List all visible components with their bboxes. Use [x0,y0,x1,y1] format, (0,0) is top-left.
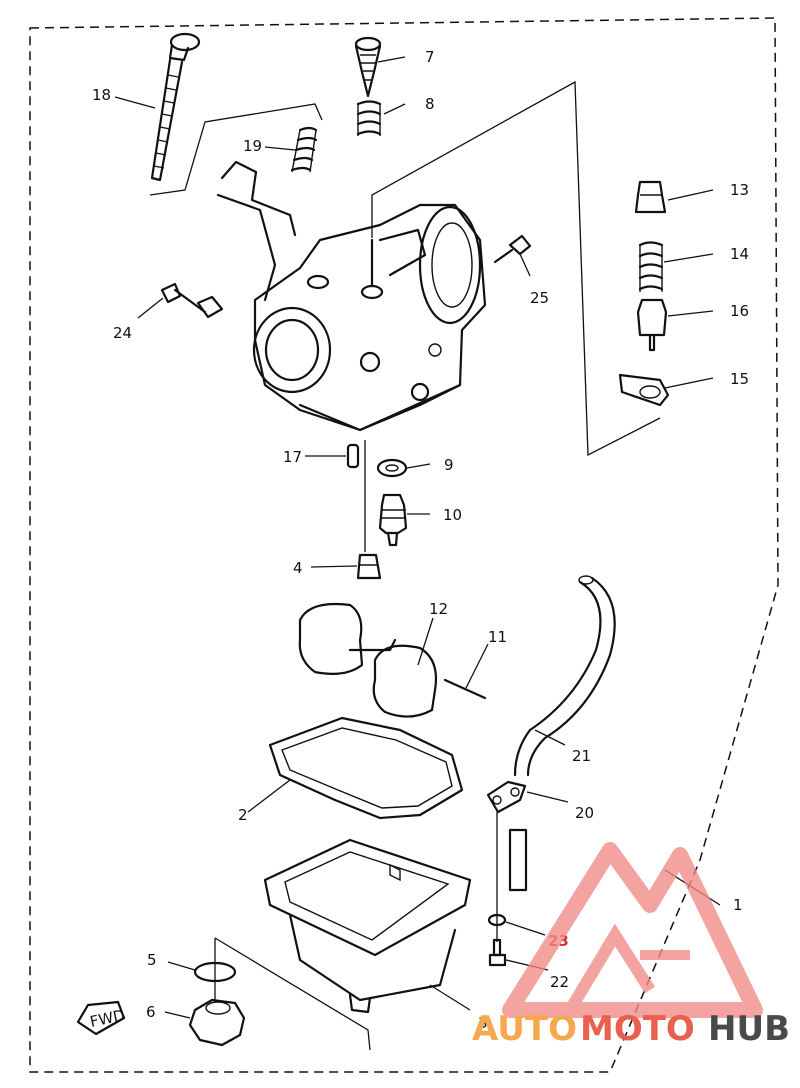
part-21-hose [513,575,616,777]
label-8: 8 [425,95,435,113]
part-9-washer [376,458,408,478]
label-25: 25 [530,289,549,307]
leader-bracket-13-16 [371,80,661,457]
label-7: 7 [425,48,435,66]
part-16-plunger [636,298,668,352]
part-17-pin [346,443,360,469]
label-24: 24 [113,324,132,342]
part-4-main-jet [356,553,382,580]
part-11-float-pin [443,678,487,700]
part-10-jet [378,493,408,547]
label-21: 21 [572,747,591,765]
fwd-arrow-icon: FWD [76,1000,126,1036]
watermark-auto: AUTO [472,1009,577,1049]
watermark-hub: HUB [708,1009,790,1049]
label-3: 3 [478,1014,488,1032]
fwd-label: FWD [88,1006,126,1031]
label-17: 17 [283,448,302,466]
part-20-plate [486,780,528,892]
label-5: 5 [147,951,157,969]
label-4: 4 [293,559,303,577]
label-19: 19 [243,137,262,155]
label-1: 1 [733,896,743,914]
part-8-spring [356,100,382,136]
label-22: 22 [550,973,569,991]
part-18-long-screw [150,32,201,182]
label-15: 15 [730,370,749,388]
label-6: 6 [146,1003,156,1021]
leader-5-6 [214,937,371,1051]
label-16: 16 [730,302,749,320]
label-11: 11 [488,628,507,646]
part-12-float [298,602,438,718]
label-12: 12 [429,600,448,618]
watermark-text: AUTO MOTO HUB [472,1009,790,1049]
label-10: 10 [443,506,462,524]
part-2-gasket [268,716,464,820]
label-18: 18 [92,86,111,104]
part-22-screw [488,938,507,967]
leader-bracket-18-19 [149,103,323,196]
leader-lines [114,56,721,1019]
part-3-float-bowl [263,838,472,1014]
watermark-moto: MOTO [580,1009,695,1049]
part-13-valve-cap [634,180,667,214]
label-9: 9 [444,456,454,474]
part-19-spring [290,126,318,173]
part-labels: 1 2 3 4 5 6 7 8 9 10 11 12 13 14 15 16 1… [92,48,749,1032]
carburetor-body [216,160,487,432]
assembly-boundary [29,17,779,1073]
part-15-plate [618,373,670,407]
part-7-pilot-screw [354,36,382,98]
label-14: 14 [730,245,749,263]
watermark-logo [502,842,763,1018]
part-25-screw [493,234,532,264]
part-14-spring [638,241,664,292]
part-6-drain-plug [188,998,246,1047]
label-13: 13 [730,181,749,199]
label-2: 2 [238,806,248,824]
label-20: 20 [575,804,594,822]
part-24-screw [160,282,224,319]
